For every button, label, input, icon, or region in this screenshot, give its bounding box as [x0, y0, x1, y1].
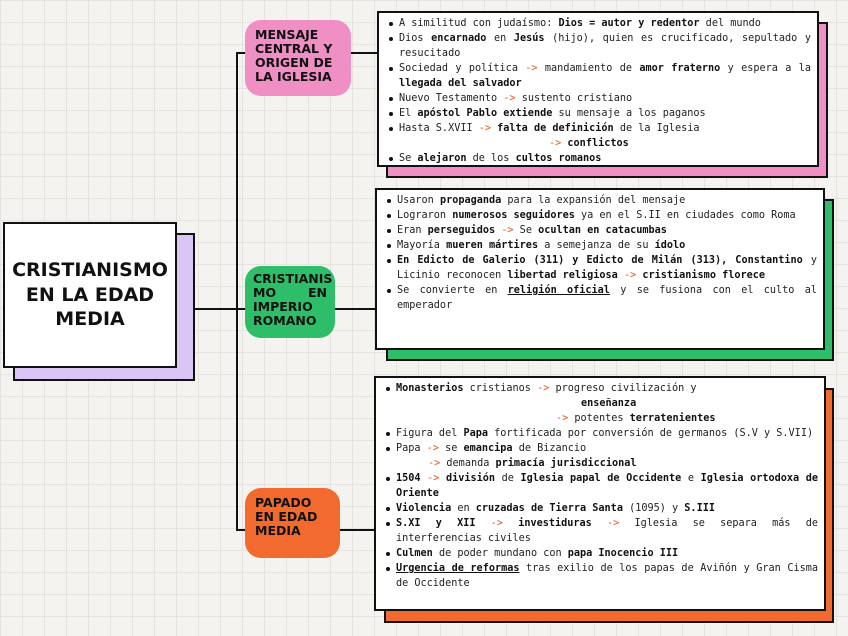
list-item: Usaron propaganda para la expansión del … — [385, 193, 817, 208]
list-item: A similitud con judaísmo: Dios = autor y… — [387, 16, 811, 31]
list-item: 1504 -> división de Iglesia papal de Occ… — [384, 471, 818, 501]
list-item: S.XI y XII -> investiduras -> Iglesia se… — [384, 516, 818, 546]
list-item: Urgencia de reformas tras exilio de los … — [384, 561, 818, 591]
list-item: Eran perseguidos -> Se ocultan en catacu… — [385, 223, 817, 238]
list-item: Sociedad y política -> mandamiento de am… — [387, 61, 811, 91]
notes-imperio-list: Usaron propaganda para la expansión del … — [385, 193, 817, 313]
connector-branch-2 — [236, 308, 248, 310]
list-item: El apóstol Pablo extiende su mensaje a l… — [387, 106, 811, 121]
notes-mensaje: A similitud con judaísmo: Dios = autor y… — [377, 11, 819, 167]
list-item: En Edicto de Galerio (311) y Edicto de M… — [385, 253, 817, 283]
notes-papado-list: Monasterios cristianos -> progreso civil… — [384, 381, 818, 591]
connector-notes-2 — [335, 308, 376, 310]
list-item: Papa -> se emancipa de Bizancio-> demand… — [384, 441, 818, 471]
connector-notes-3 — [339, 529, 375, 531]
list-item: Mayoría mueren mártires a semejanza de s… — [385, 238, 817, 253]
list-item: Monasterios cristianos -> progreso civil… — [384, 381, 818, 426]
list-item: Se convierte en religión oficial y se fu… — [385, 283, 817, 313]
list-item: Dios encarnado en Jesús (hijo), quien es… — [387, 31, 811, 61]
title-card: CRISTIANISMO EN LA EDAD MEDIA — [3, 222, 177, 368]
notes-imperio: Usaron propaganda para la expansión del … — [375, 188, 825, 350]
list-item: Violencia en cruzadas de Tierra Santa (1… — [384, 501, 818, 516]
branch-label-papado: PAPADO EN EDAD MEDIA — [245, 488, 340, 558]
branch-label-mensaje: MENSAJE CENTRAL Y ORIGEN DE LA IGLESIA — [245, 20, 351, 96]
connector-branch-1 — [236, 52, 248, 54]
list-item: Culmen de poder mundano con papa Inocenc… — [384, 546, 818, 561]
connector-trunk — [236, 52, 238, 531]
connector-title — [176, 308, 238, 310]
connector-notes-1 — [350, 52, 378, 54]
list-item: Hasta S.XVII -> falta de definición de l… — [387, 121, 811, 151]
notes-papado: Monasterios cristianos -> progreso civil… — [374, 376, 826, 611]
notes-mensaje-list: A similitud con judaísmo: Dios = autor y… — [387, 16, 811, 166]
list-item: Nuevo Testamento -> sustento cristiano — [387, 91, 811, 106]
list-item: Se alejaron de los cultos romanos — [387, 151, 811, 166]
list-item: Figura del Papa fortificada por conversi… — [384, 426, 818, 441]
connector-branch-3 — [236, 529, 248, 531]
list-item: Lograron numerosos seguidores ya en el S… — [385, 208, 817, 223]
main-title: CRISTIANISMO EN LA EDAD MEDIA — [12, 258, 168, 331]
